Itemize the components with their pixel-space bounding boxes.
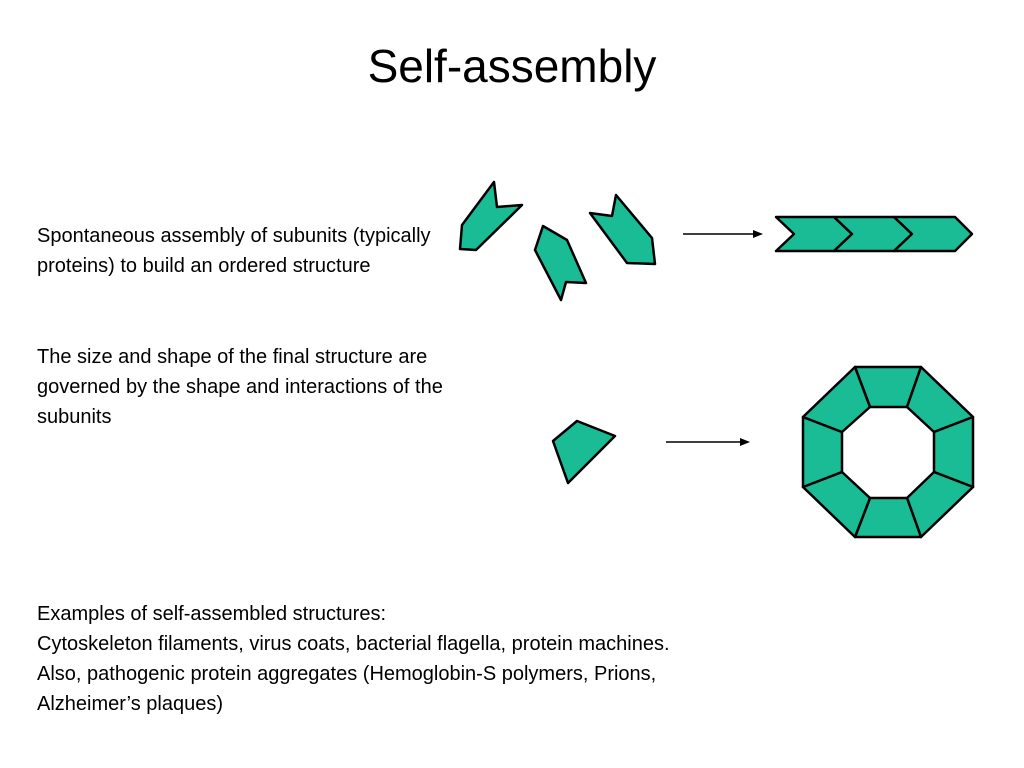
examples-line-3: Alzheimer’s plaques) (37, 693, 224, 715)
free-subunits-linear (458, 180, 657, 302)
assembled-ring (801, 365, 975, 539)
examples-block: Examples of self-assembled structures: C… (37, 599, 997, 719)
wedge-subunit (551, 419, 617, 485)
chevron-subunit (533, 224, 588, 302)
filament-segment (892, 215, 974, 253)
assembled-filament (774, 215, 974, 253)
ring-segment (801, 365, 872, 434)
examples-heading: Examples of self-assembled structures: (37, 603, 387, 625)
definition-text: Spontaneous assembly of subunits (typica… (37, 225, 431, 277)
chevron-subunit (588, 193, 657, 266)
slide-title: Self-assembly (367, 40, 657, 92)
examples-line-1: Cytoskeleton filaments, virus coats, bac… (37, 633, 670, 655)
shape-governance-text: The size and shape of the final structur… (37, 346, 443, 428)
arrow-ring (666, 438, 750, 446)
arrow-linear (683, 230, 763, 238)
free-subunit-ring (551, 419, 617, 485)
chevron-subunit (458, 180, 524, 252)
examples-line-2: Also, pathogenic protein aggregates (Hem… (37, 663, 657, 685)
